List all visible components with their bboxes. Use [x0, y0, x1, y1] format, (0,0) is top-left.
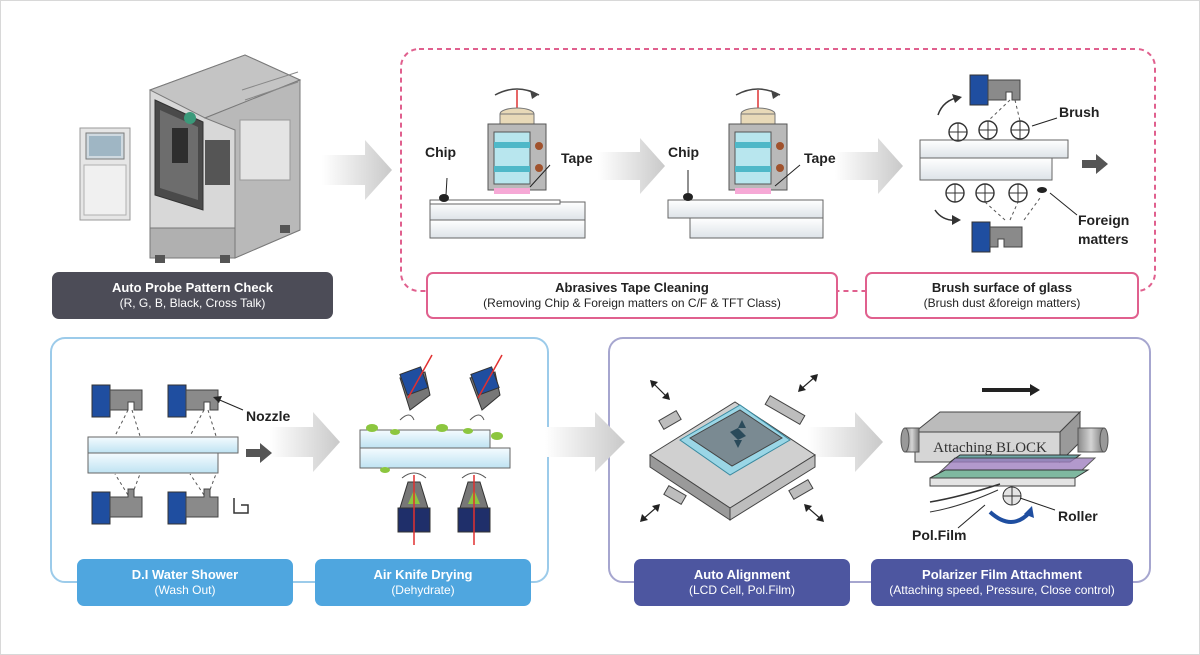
- flow-arrow-3: [835, 138, 903, 194]
- tape-label-2: Tape: [804, 150, 836, 166]
- step-shower-title: D.I Water Shower: [131, 567, 239, 582]
- step-polarizer-title: Polarizer Film Attachment: [922, 567, 1082, 582]
- step-polarizer-sub: (Attaching speed, Pressure, Close contro…: [889, 583, 1115, 597]
- tape-brush-dashed-frame: [400, 48, 1156, 292]
- step-align-label: Auto Alignment (LCD Cell, Pol.Film): [634, 559, 850, 606]
- step-probe-title: Auto Probe Pattern Check: [111, 280, 274, 295]
- step-airknife-label: Air Knife Drying (Dehydrate): [315, 559, 531, 606]
- step-brush-sub: (Brush dust &foreign matters): [923, 296, 1081, 310]
- step-tape-title: Abrasives Tape Cleaning: [555, 280, 709, 295]
- tape-cleaning-illustration-2: [667, 88, 824, 239]
- roller-label: Roller: [1058, 508, 1098, 524]
- step-brush-title: Brush surface of glass: [931, 280, 1073, 295]
- chip-label-1: Chip: [425, 144, 457, 160]
- step-polarizer-label: Polarizer Film Attachment (Attaching spe…: [871, 559, 1133, 606]
- wash-dry-frame: [50, 337, 549, 583]
- auto-alignment-illustration: [640, 374, 824, 522]
- step-shower-sub: (Wash Out): [154, 583, 216, 597]
- brush-illustration: [919, 74, 1108, 253]
- step-airknife-title: Air Knife Drying: [373, 567, 473, 582]
- flow-arrow-2: [598, 138, 665, 194]
- flow-arrow-4: [270, 412, 340, 472]
- flow-arrow-1: [322, 140, 392, 200]
- step-align-sub: (LCD Cell, Pol.Film): [688, 583, 795, 597]
- step-shower-label: D.I Water Shower (Wash Out): [77, 559, 293, 606]
- air-knife-illustration: [359, 354, 511, 545]
- step-probe-label: Auto Probe Pattern Check (R, G, B, Black…: [52, 272, 333, 319]
- brush-label: Brush: [1059, 104, 1100, 120]
- step-probe-sub: (R, G, B, Black, Cross Talk): [119, 296, 266, 310]
- matters-label: matters: [1078, 231, 1129, 247]
- tape-label-1: Tape: [561, 150, 593, 166]
- step-brush-label: Brush surface of glass (Brush dust &fore…: [865, 272, 1139, 319]
- step-tape-sub: (Removing Chip & Foreign matters on C/F …: [483, 296, 781, 310]
- polarizer-attachment-illustration: [900, 384, 1109, 524]
- probe-machine-illustration: [79, 54, 302, 263]
- step-tape-label: Abrasives Tape Cleaning (Removing Chip &…: [426, 272, 838, 319]
- step-align-title: Auto Alignment: [693, 567, 791, 582]
- attaching-block-text: Attaching BLOCK: [933, 440, 1047, 456]
- chip-label-2: Chip: [668, 144, 700, 160]
- tape-cleaning-illustration-1: [429, 88, 586, 239]
- water-shower-illustration: [87, 384, 272, 525]
- flow-arrow-5: [545, 412, 625, 472]
- step-airknife-sub: (Dehydrate): [391, 583, 455, 597]
- nozzle-label: Nozzle: [246, 408, 291, 424]
- flow-arrow-6: [808, 412, 883, 472]
- polfilm-label: Pol.Film: [912, 527, 967, 543]
- foreign-label: Foreign: [1078, 212, 1130, 228]
